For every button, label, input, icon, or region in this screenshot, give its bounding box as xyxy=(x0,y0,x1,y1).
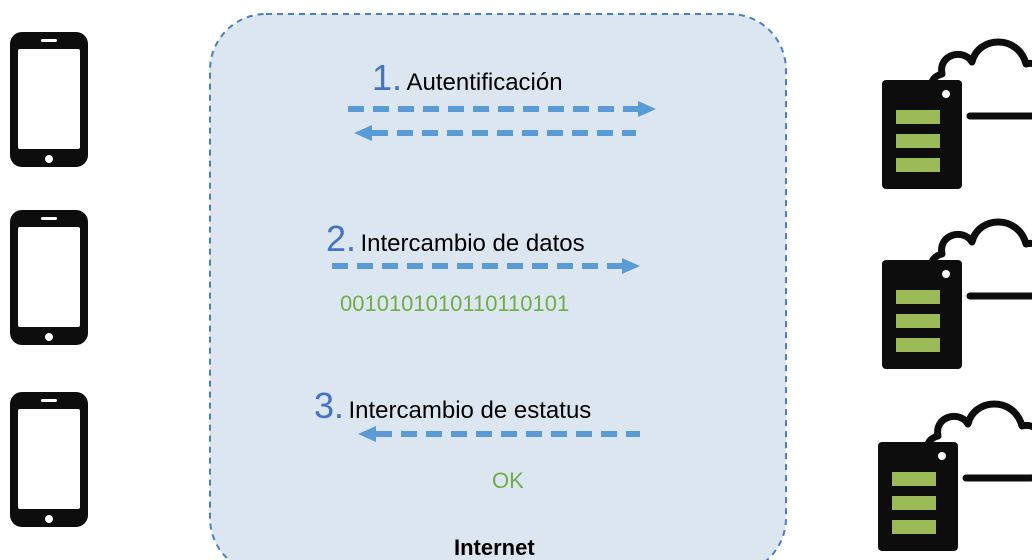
step-2-label: 2. Intercambio de datos xyxy=(326,221,585,257)
step-3-label: 3. Intercambio de estatus xyxy=(314,388,591,424)
status-payload: OK xyxy=(492,468,524,493)
client-device-1-icon xyxy=(10,32,88,167)
data-payload: 0010101010110110101 xyxy=(340,291,570,316)
step-1-text: Autentificación xyxy=(406,69,563,96)
client-device-3-icon xyxy=(10,392,88,527)
step-2-number: 2. xyxy=(326,218,357,259)
cloud-server-2-icon xyxy=(882,222,1032,369)
step-2-text: Intercambio de datos xyxy=(360,230,585,257)
client-device-2-icon xyxy=(10,210,88,345)
cloud-server-1-icon xyxy=(882,42,1032,189)
step-3-number: 3. xyxy=(314,385,345,426)
step-1-label: 1. Autentificación xyxy=(372,60,563,96)
step-3-text: Intercambio de estatus xyxy=(348,397,592,424)
step-1-number: 1. xyxy=(372,57,403,98)
internet-label: Internet xyxy=(454,535,535,560)
cloud-server-3-icon xyxy=(878,404,1032,551)
internet-zone xyxy=(209,13,787,560)
